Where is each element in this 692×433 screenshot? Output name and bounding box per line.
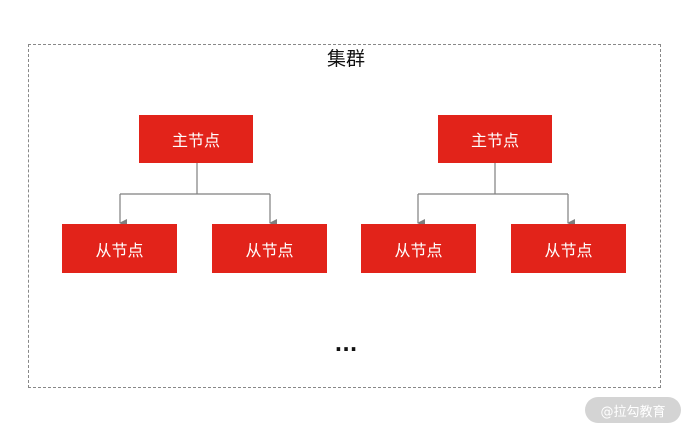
slave-node-1: 从节点 xyxy=(62,224,177,273)
slave-node-3: 从节点 xyxy=(361,224,476,273)
cluster-title: 集群 xyxy=(326,48,365,70)
slave-node-2: 从节点 xyxy=(212,224,327,273)
cluster-boundary xyxy=(28,44,661,388)
slave-node-4: 从节点 xyxy=(511,224,626,273)
more-nodes-ellipsis: ... xyxy=(334,332,358,356)
master-node-1: 主节点 xyxy=(139,115,253,163)
watermark-badge: @拉勾教育 xyxy=(585,397,681,423)
master-node-2: 主节点 xyxy=(438,115,552,163)
